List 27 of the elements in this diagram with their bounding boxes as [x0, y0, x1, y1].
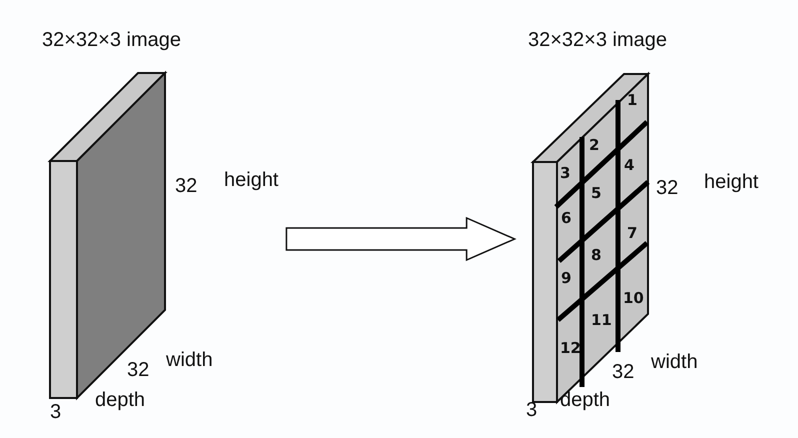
cell-number: 3 — [560, 166, 570, 181]
cell-number: 10 — [623, 291, 644, 306]
dimension-label: 32 — [612, 362, 634, 382]
image-size-title: 32×32×3 image — [42, 30, 182, 50]
dimension-label: 32 — [656, 178, 678, 198]
cell-number: 6 — [561, 211, 572, 226]
dimension-label: depth — [560, 390, 610, 410]
dimension-label: depth — [95, 390, 146, 410]
cell-number: 5 — [591, 186, 602, 201]
dimension-label: height — [224, 170, 278, 190]
dimension-label: 3 — [50, 402, 62, 422]
dimension-label: width — [166, 350, 213, 370]
cell-number: 12 — [560, 341, 581, 356]
block-arrow — [286, 216, 516, 262]
cell-number: 11 — [591, 313, 612, 328]
cell-number: 8 — [591, 248, 602, 263]
dimension-label: 3 — [526, 400, 538, 420]
dimension-label: height — [704, 172, 758, 192]
cell-number: 7 — [627, 226, 638, 241]
cell-number: 4 — [624, 158, 634, 173]
image-size-title: 32×32×3 image — [528, 30, 668, 50]
cell-number: 1 — [627, 93, 638, 108]
cell-number: 9 — [561, 271, 572, 286]
dimension-label: 32 — [175, 176, 198, 196]
dimension-label: 32 — [127, 360, 150, 380]
dimension-label: width — [651, 352, 698, 372]
cell-number: 2 — [589, 138, 600, 153]
